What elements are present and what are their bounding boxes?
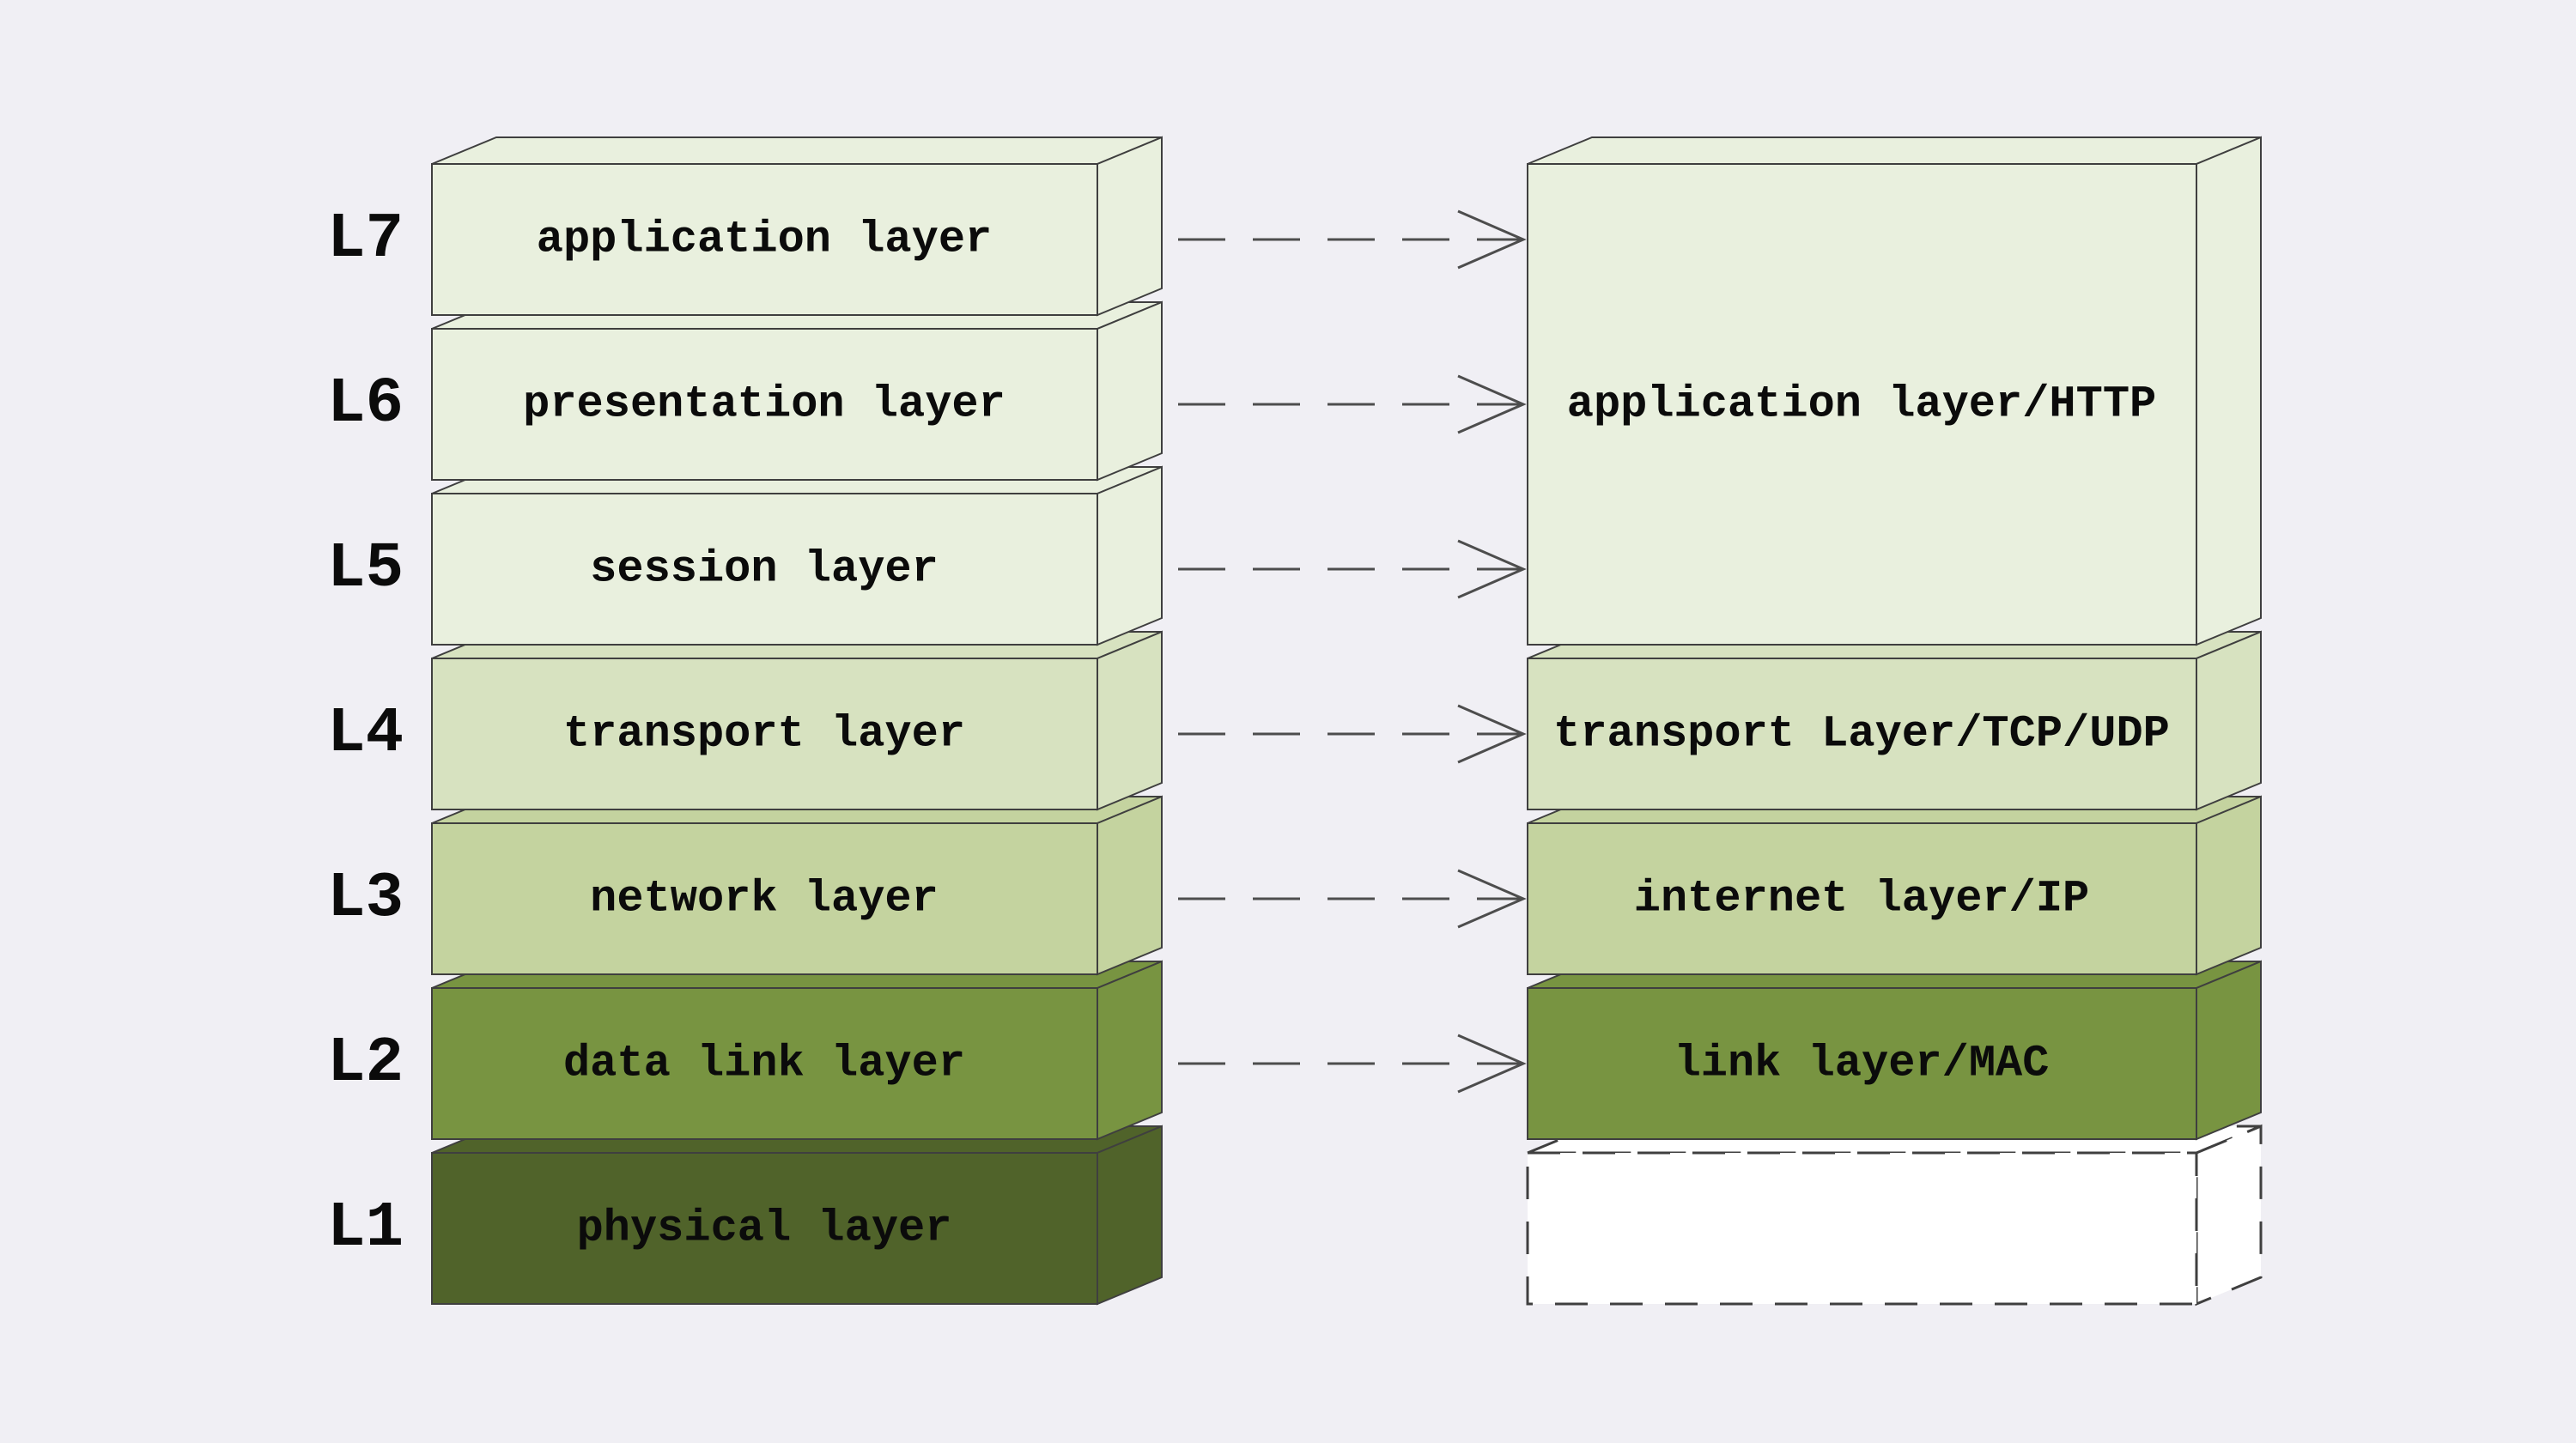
box-front-face <box>431 493 1098 646</box>
mapping-arrows <box>1178 209 1527 1094</box>
osi-tag-l6: L6 <box>327 368 404 440</box>
tcpip-box-empty <box>1526 1124 2263 1307</box>
box-side-face <box>1097 465 1163 646</box>
mapping-arrow-l4 <box>1178 704 1527 764</box>
arrow-head <box>1457 704 1527 764</box>
box-front-face <box>1527 822 2197 975</box>
tcpip-box-application: application layer/HTTP <box>1527 136 2262 646</box>
box-side-face <box>1097 300 1163 482</box>
mapping-arrow-l3 <box>1178 869 1527 929</box>
osi-box-l3: network layer <box>431 795 1163 976</box>
box-front-face <box>431 328 1098 481</box>
osi-layer-label: data link layer <box>563 1039 965 1089</box>
box-front-face <box>1527 658 2197 810</box>
osi-tag-l2: L2 <box>327 1028 404 1100</box>
box-top-face <box>1527 136 2262 165</box>
box-front-face <box>431 658 1098 810</box>
osi-layer-label: physical layer <box>577 1204 952 1254</box>
box-side-face <box>2196 960 2262 1141</box>
box-front-face <box>431 163 1098 316</box>
mapping-arrow-l7 <box>1178 209 1527 270</box>
osi-layer-label: application layer <box>537 215 993 265</box>
box-side-face <box>2196 136 2262 646</box>
box-front-face <box>1526 1151 2198 1306</box>
osi-tag-l7: L7 <box>327 203 404 276</box>
box-side-face <box>1097 630 1163 811</box>
osi-layer-label: network layer <box>590 874 939 925</box>
osi-box-l5: session layer <box>431 465 1163 646</box>
box-side-face <box>1097 136 1163 317</box>
osi-tag-l5: L5 <box>327 533 404 605</box>
box-side-face <box>2195 1124 2263 1307</box>
osi-tag-l3: L3 <box>327 863 404 935</box>
arrow-head <box>1457 869 1527 929</box>
box-front-face <box>431 822 1098 975</box>
osi-box-l7: application layer <box>431 136 1163 317</box>
osi-box-l2: data link layer <box>431 960 1163 1141</box>
tcpip-box-internet: internet layer/IP <box>1527 795 2262 976</box>
mapping-arrow-l2 <box>1178 1034 1527 1094</box>
box-front-face <box>1527 987 2197 1140</box>
box-side-face <box>2196 630 2262 811</box>
box-side-face <box>1097 1125 1163 1306</box>
osi-box-l4: transport layer <box>431 630 1163 811</box>
box-side-face <box>1097 795 1163 976</box>
osi-box-l1: physical layer <box>431 1125 1163 1306</box>
tcpip-layer-label: internet layer/IP <box>1634 874 2090 925</box>
osi-layer-label: presentation layer <box>523 379 1005 430</box>
arrow-head <box>1457 539 1527 599</box>
arrow-head <box>1457 1034 1527 1094</box>
osi-layer-label: session layer <box>590 544 939 595</box>
tcpip-layer-label: link layer/MAC <box>1674 1039 2050 1089</box>
mapping-arrow-l5 <box>1178 539 1527 599</box>
osi-layer-label: transport layer <box>563 709 965 760</box>
box-front-face <box>431 987 1098 1140</box>
tcpip-box-link: link layer/MAC <box>1527 960 2262 1141</box>
box-side-face <box>2196 795 2262 976</box>
box-top-face <box>431 136 1163 165</box>
arrow-head <box>1457 374 1527 434</box>
tcpip-layer-label: application layer/HTTP <box>1567 379 2157 430</box>
tcpip-box-transport: transport Layer/TCP/UDP <box>1527 630 2262 811</box>
arrow-head <box>1457 209 1527 270</box>
osi-level-tags: L7 L6 L5 L4 L3 L2 L1 <box>327 203 404 1264</box>
mapping-arrow-l6 <box>1178 374 1527 434</box>
osi-box-l6: presentation layer <box>431 300 1163 482</box>
tcpip-layer-label: transport Layer/TCP/UDP <box>1553 709 2170 760</box>
osi-tag-l1: L1 <box>327 1192 404 1264</box>
box-front-face <box>1527 163 2197 646</box>
box-side-face <box>1097 960 1163 1141</box>
box-front-face <box>431 1152 1098 1305</box>
osi-tag-l4: L4 <box>327 698 404 770</box>
